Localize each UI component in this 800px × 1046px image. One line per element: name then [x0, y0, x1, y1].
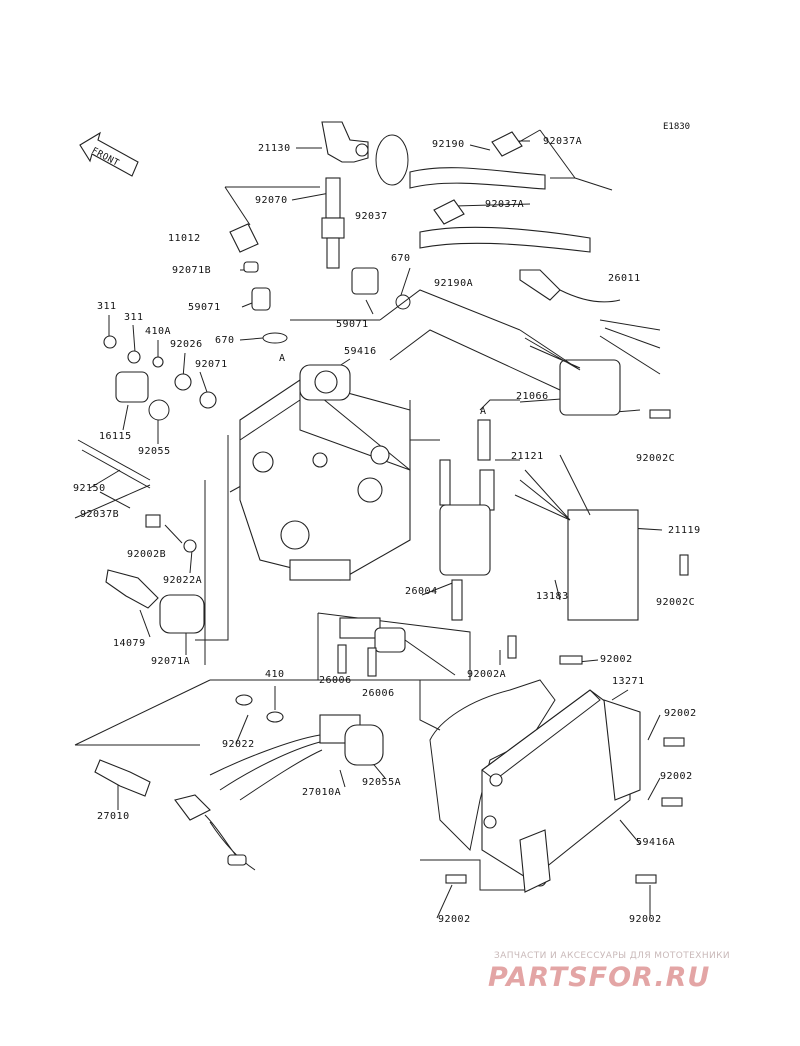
spark-plug-parts: [229, 121, 411, 344]
part-label: 26011: [608, 273, 641, 284]
part-label: 59416: [344, 346, 377, 357]
part-label: 670: [391, 253, 411, 264]
part-label: 92071B: [172, 265, 212, 276]
part-label: 92071A: [151, 656, 191, 667]
part-label: 21121: [511, 451, 544, 462]
part-label: 21066: [516, 391, 549, 402]
part-label: 21119: [668, 525, 701, 536]
front-arrow: [79, 131, 139, 177]
part-label: 21130: [258, 143, 291, 154]
part-label: 92002: [660, 771, 693, 782]
part-label: 92190A: [434, 278, 474, 289]
water-hoses: [409, 131, 591, 253]
callout-a-left: A: [279, 353, 286, 364]
part-label: 92022A: [163, 575, 203, 586]
watermark-logo: PARTSFOR.RU: [488, 962, 711, 993]
part-label: 92002: [600, 654, 633, 665]
part-label: 311: [97, 301, 117, 312]
part-label: 92002: [438, 914, 471, 925]
electrical-parts: [337, 269, 661, 677]
group-outlines: [74, 289, 561, 891]
part-label: 92070: [255, 195, 288, 206]
part-label: 92037A: [543, 136, 583, 147]
electrical-box: [429, 679, 641, 893]
part-label: 92002C: [636, 453, 676, 464]
part-label: 92055: [138, 446, 171, 457]
part-label: 16115: [99, 431, 132, 442]
part-label: 27010: [97, 811, 130, 822]
part-label: 14079: [113, 638, 146, 649]
part-label: 92002: [664, 708, 697, 719]
part-label: 92026: [170, 339, 203, 350]
part-label: 92037: [355, 211, 388, 222]
part-label: 59071: [336, 319, 369, 330]
part-label: 410: [265, 669, 285, 680]
part-label: 92055A: [362, 777, 402, 788]
part-label: 26004: [405, 586, 438, 597]
bottom-left-parts: [94, 694, 384, 871]
part-label: 13183: [536, 591, 569, 602]
part-label: 92037B: [80, 509, 120, 520]
part-label: 311: [124, 312, 144, 323]
part-label: 59071: [188, 302, 221, 313]
part-label: 92150: [73, 483, 106, 494]
part-label: 410A: [145, 326, 172, 337]
part-label: 92002A: [467, 669, 507, 680]
diagram-code: E1830: [663, 122, 691, 132]
part-label: 26006: [362, 688, 395, 699]
bolts: [445, 409, 689, 884]
part-label: A: [480, 406, 487, 417]
left-small-parts: [74, 335, 217, 634]
cylinder-head: [239, 364, 411, 581]
part-label: 11012: [168, 233, 201, 244]
part-label: 92002C: [656, 597, 696, 608]
part-label: 92037A: [485, 199, 525, 210]
watermark-tagline: ЗАПЧАСТИ И АКСЕССУАРЫ ДЛЯ МОТОТЕХНИКИ: [494, 951, 731, 961]
part-label: 13271: [612, 676, 645, 687]
part-label: 59416A: [636, 837, 676, 848]
part-label: 670: [215, 335, 235, 346]
part-label: 92022: [222, 739, 255, 750]
part-label: 27010A: [302, 787, 342, 798]
part-label: 92190: [432, 139, 465, 150]
part-label: 92002: [629, 914, 662, 925]
part-label: 92071: [195, 359, 228, 370]
part-label: 26006: [319, 675, 352, 686]
part-label: 92002B: [127, 549, 167, 560]
